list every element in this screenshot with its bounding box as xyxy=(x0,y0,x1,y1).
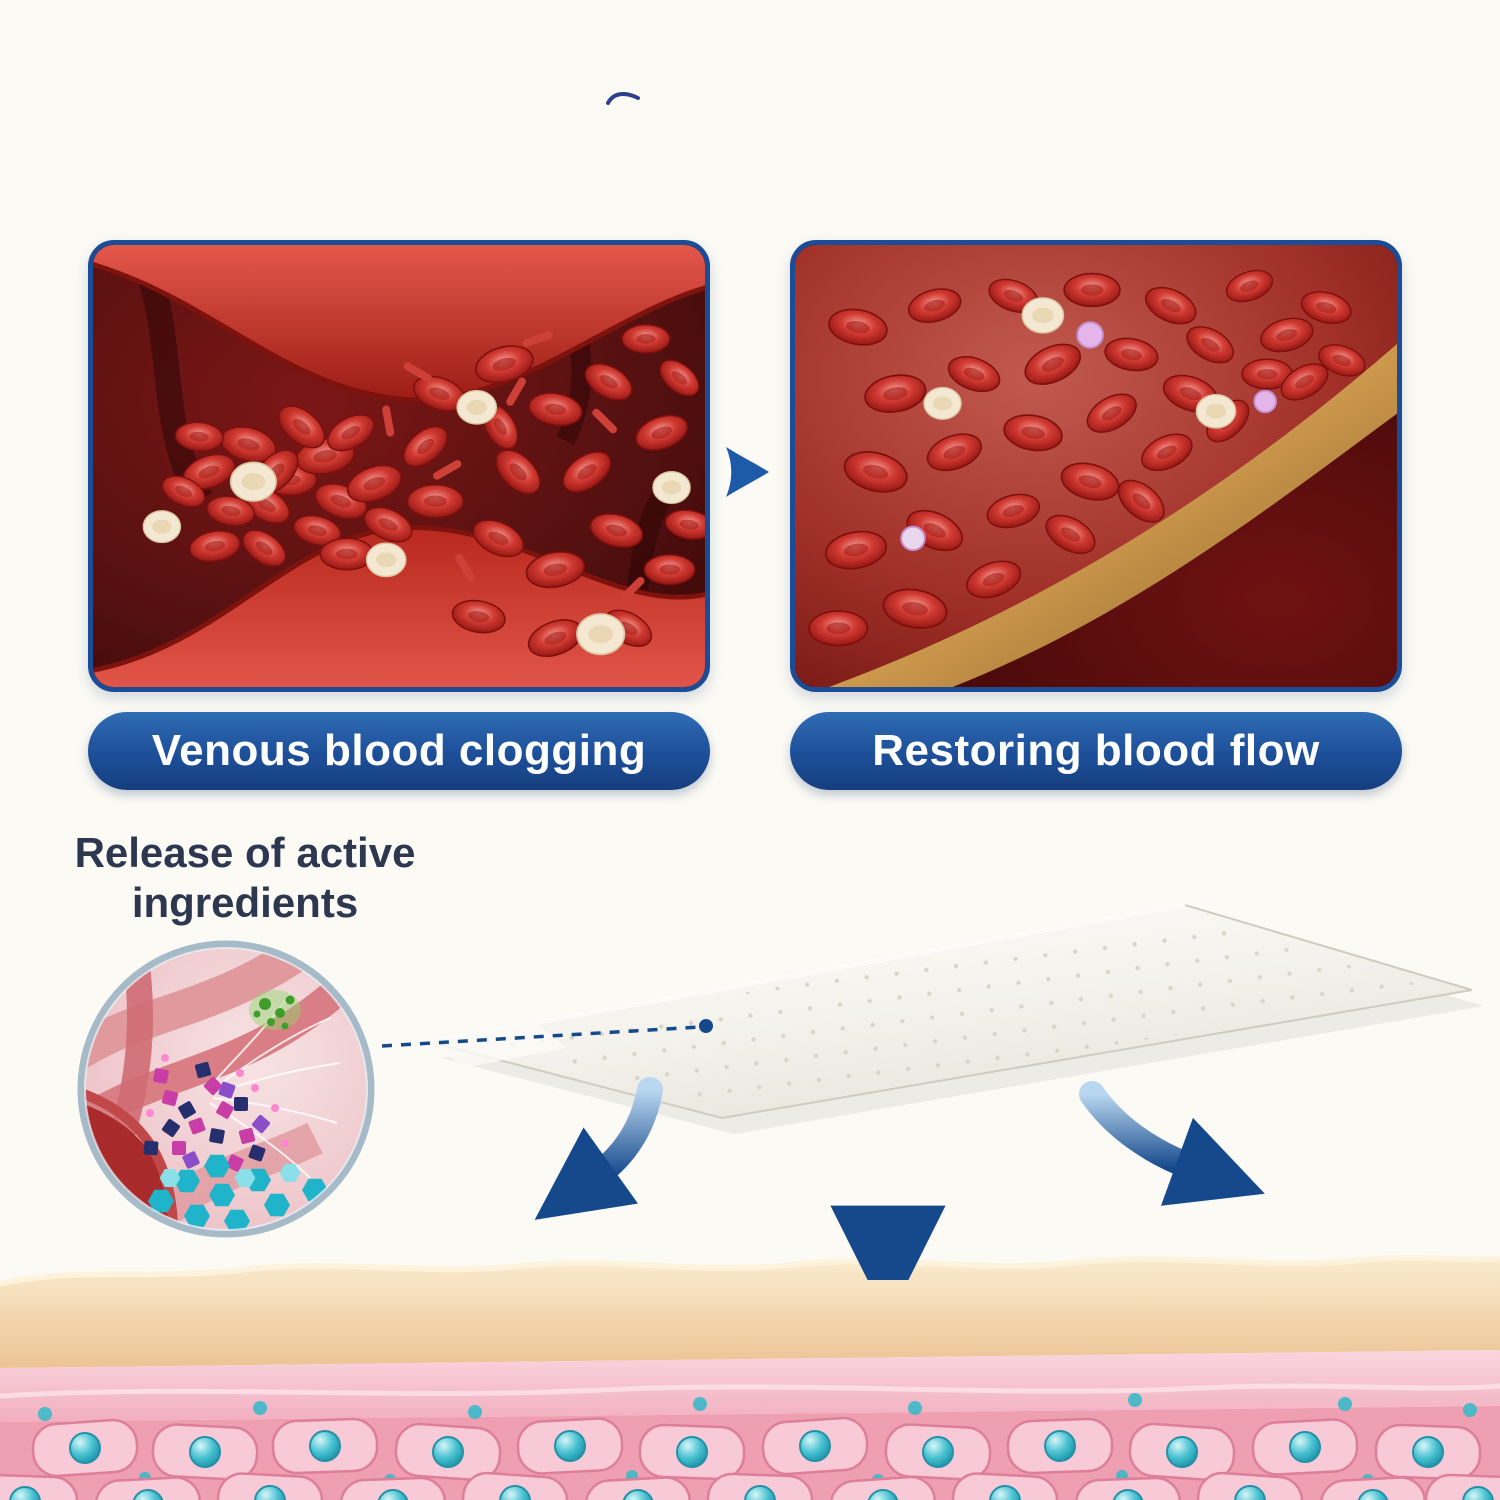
cell-layer xyxy=(0,1393,1500,1500)
connector-dot xyxy=(699,1019,713,1033)
inset-rim xyxy=(77,940,375,1238)
pink-dots xyxy=(146,1054,289,1147)
green-ingredient-cluster xyxy=(249,990,301,1030)
lymphocyte-cells xyxy=(900,321,1277,552)
release-note-line1: Release of active xyxy=(74,829,416,876)
release-arrows xyxy=(534,1070,1265,1280)
ink-mark xyxy=(606,92,640,105)
dashed-connector xyxy=(381,1019,713,1048)
restored-flow-panel xyxy=(790,240,1402,692)
patch-overlay xyxy=(0,860,1500,1280)
release-note-line2: ingredients xyxy=(131,878,359,926)
release-note: Release of active ingredients xyxy=(55,828,435,927)
active-ingredients-inset xyxy=(75,938,377,1240)
label-restoring-flow: Restoring blood flow xyxy=(790,712,1402,790)
transdermal-patch xyxy=(429,903,1484,1134)
forward-arrow-icon xyxy=(726,447,769,497)
active-ingredients-illustration xyxy=(77,940,375,1238)
label-venous-clogging: Venous blood clogging xyxy=(88,712,710,790)
label-restoring-flow-text: Restoring blood flow xyxy=(872,726,1320,775)
down-left-arrow-icon xyxy=(534,1077,663,1220)
epidermis-layer xyxy=(0,1254,1500,1368)
label-venous-clogging-text: Venous blood clogging xyxy=(151,726,647,775)
skin-illustration xyxy=(0,1254,1500,1500)
patch-and-arrows xyxy=(381,903,1484,1280)
dermis-layer xyxy=(0,1350,1500,1422)
clogged-vein-illustration xyxy=(93,245,705,687)
down-right-arrow-icon xyxy=(1079,1081,1265,1206)
clogged-vein-panel xyxy=(88,240,710,692)
skin-cross-section xyxy=(0,1200,1500,1500)
restored-flow-illustration xyxy=(795,245,1397,687)
